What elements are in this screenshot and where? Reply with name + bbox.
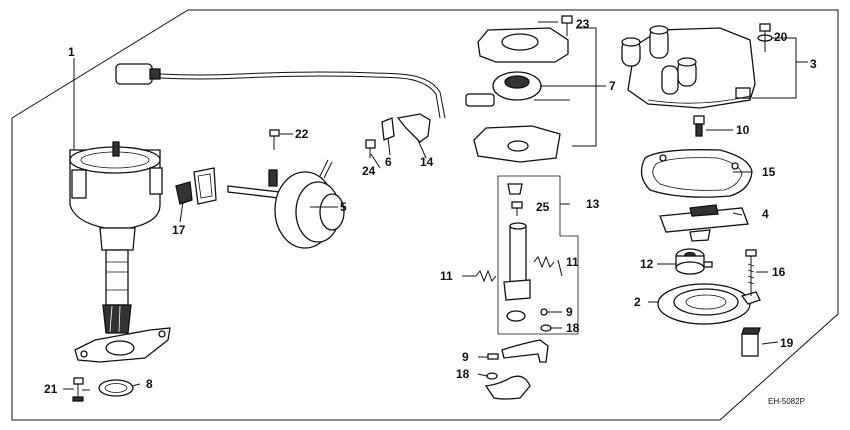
part-vacuum-advance [227,159,345,249]
callout-18-upper: 18 [566,321,580,335]
callout-14: 14 [420,155,434,169]
callout-17: 17 [172,223,186,237]
callout-9-lower: 9 [462,350,469,364]
part-screw-25 [511,201,523,216]
callout-12: 12 [640,257,654,271]
part-spring-11-left [475,269,497,283]
part-clip-9 [540,308,548,316]
callout-11-right: 11 [566,255,579,269]
part-screw-20 [757,23,773,52]
callout-25: 25 [536,200,550,214]
callout-6: 6 [385,155,392,169]
callout-13: 13 [586,197,600,211]
part-screw-23 [561,15,573,36]
leader-lines [63,21,779,391]
part-bracket-17 [175,167,217,205]
diagram-frame [11,9,839,421]
part-wire-harness [115,63,446,119]
callout-labels: 1 20 3 23 7 10 22 24 6 14 15 5 17 13 25 … [44,17,817,406]
part-carbon-10 [693,115,705,137]
part-o-ring-8 [98,379,134,397]
part-spring-11-right [533,255,555,269]
part-clip-6 [381,117,395,141]
part-pickup-assembly [465,27,569,163]
callout-2: 2 [634,295,641,309]
part-bolt-16 [745,249,757,296]
part-brush-19 [741,327,761,357]
part-mounting-plate [74,327,171,363]
callout-16: 16 [772,265,786,279]
callout-23: 23 [576,17,590,31]
callout-22: 22 [295,127,309,141]
part-housing [69,141,163,334]
callout-9-upper: 9 [566,305,573,319]
part-weight-upper [501,339,549,363]
callout-7: 7 [609,79,616,93]
callout-15: 15 [762,165,776,179]
part-screw-22 [269,129,280,150]
part-weight-lower [484,375,531,400]
callout-3: 3 [810,57,817,71]
callout-1: 1 [68,45,75,59]
callout-10: 10 [736,123,750,137]
part-condenser-14 [396,113,431,143]
part-distributor-cap [621,25,756,109]
part-rotor-4 [659,204,749,242]
part-screw-24 [365,139,376,158]
callout-21: 21 [44,382,58,396]
callout-18-lower: 18 [456,367,470,381]
diagram-code: EH-5082P [768,397,805,406]
callout-20: 20 [774,30,788,44]
callout-11-left: 11 [440,269,453,283]
part-governor-13 [503,183,531,322]
callout-5: 5 [340,200,347,214]
callout-19: 19 [780,336,794,350]
part-washer-18 [540,324,552,332]
part-reluctor-12 [675,248,713,275]
part-bolt-21 [72,377,84,402]
callout-8: 8 [146,377,153,391]
part-stator-2 [657,283,761,325]
callout-24: 24 [362,164,376,178]
callout-4: 4 [762,207,769,221]
part-gasket-15 [640,149,753,198]
